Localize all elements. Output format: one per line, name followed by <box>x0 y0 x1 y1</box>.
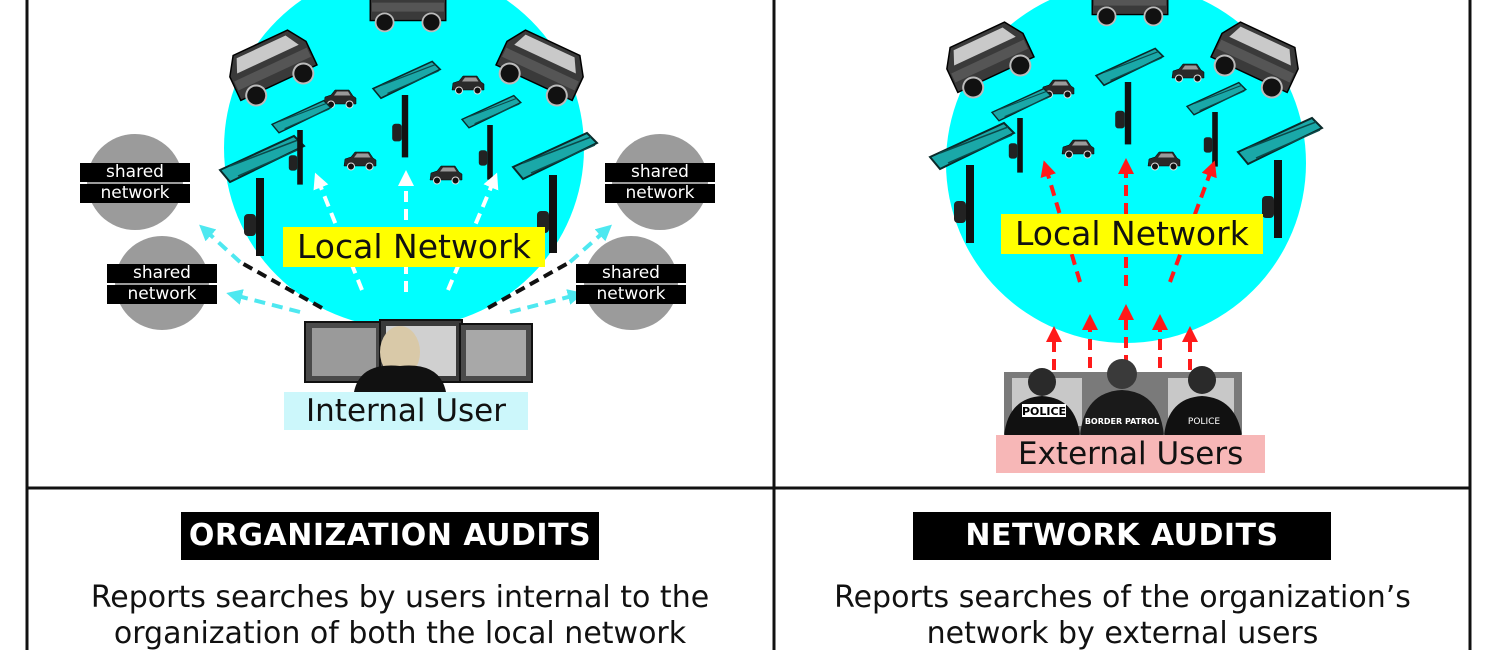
shared-network-label-line: shared <box>605 163 715 182</box>
svg-text:BORDER PATROL: BORDER PATROL <box>1085 417 1159 426</box>
computer-monitors-icon <box>304 319 533 392</box>
description-line: organization of both the local network <box>113 616 687 651</box>
shared-network-circle <box>584 236 678 330</box>
organization-audits-description: Reports searches by users internal to th… <box>50 580 750 652</box>
shared-network-label-line: network <box>605 184 715 203</box>
network-audits-title: NETWORK AUDITS <box>913 512 1331 560</box>
right-network-label: Local Network <box>1001 214 1263 254</box>
internal-user-label: Internal User <box>284 392 528 430</box>
shared-network-label-line: network <box>107 285 217 304</box>
organization-audits-title: ORGANIZATION AUDITS <box>181 512 599 560</box>
shared-network-label-line: network <box>80 184 190 203</box>
svg-text:POLICE: POLICE <box>1188 417 1220 427</box>
svg-text:POLICE: POLICE <box>1022 405 1066 418</box>
shared-network-circle <box>115 236 209 330</box>
shared-network-circles <box>87 134 708 330</box>
panel-frame <box>25 0 1472 650</box>
shared-network-circle <box>612 134 708 230</box>
description-line: Reports searches of the organization’s <box>834 580 1411 615</box>
shared-network-circle <box>87 134 183 230</box>
left-network-label: Local Network <box>283 227 545 267</box>
description-line: Reports searches by users internal to th… <box>90 580 710 615</box>
officer-group: POLICE BORDER PATROL POLICE <box>1004 359 1242 436</box>
officer-icon: POLICE <box>1004 368 1080 436</box>
shared-network-label-line: shared <box>80 163 190 182</box>
shared-network-label-line: network <box>576 285 686 304</box>
shared-network-label-line: shared <box>107 264 217 283</box>
officer-icon: BORDER PATROL <box>1080 359 1164 436</box>
network-audits-description: Reports searches of the organization’s n… <box>795 580 1450 652</box>
shared-network-label: shared network <box>80 161 190 205</box>
shared-network-label: shared network <box>605 161 715 205</box>
officer-icon: POLICE <box>1164 366 1242 436</box>
external-users-label: External Users <box>996 435 1266 473</box>
description-line: network by external users <box>926 616 1319 651</box>
shared-network-label-line: shared <box>576 264 686 283</box>
shared-network-label: shared network <box>107 262 217 306</box>
shared-network-label: shared network <box>576 262 686 306</box>
